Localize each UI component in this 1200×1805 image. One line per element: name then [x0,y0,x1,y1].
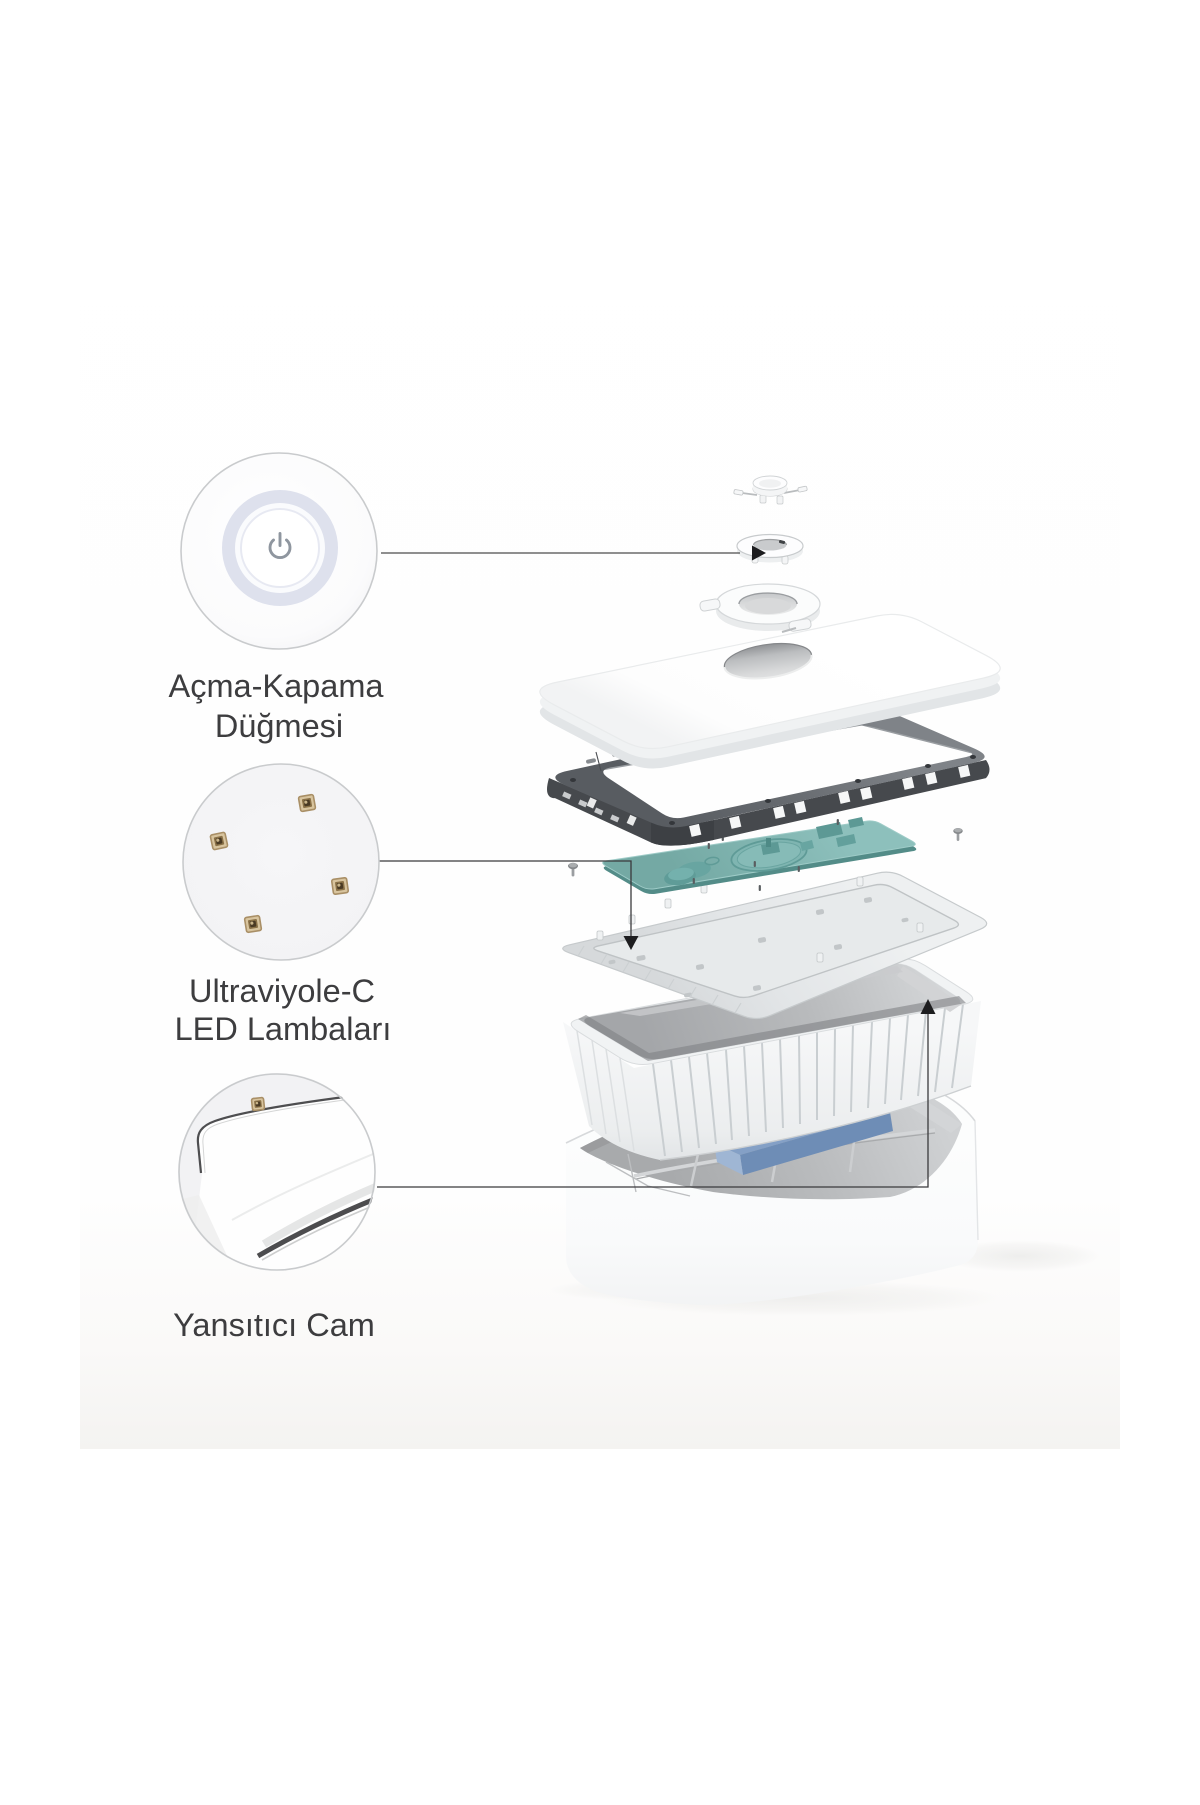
svg-text:Düğmesi: Düğmesi [215,708,343,744]
svg-text:Ultraviyole-C: Ultraviyole-C [189,973,375,1009]
svg-text:Açma-Kapama: Açma-Kapama [169,668,385,704]
svg-text:LED Lambaları: LED Lambaları [175,1011,392,1047]
svg-text:Yansıtıcı Cam: Yansıtıcı Cam [173,1307,375,1343]
